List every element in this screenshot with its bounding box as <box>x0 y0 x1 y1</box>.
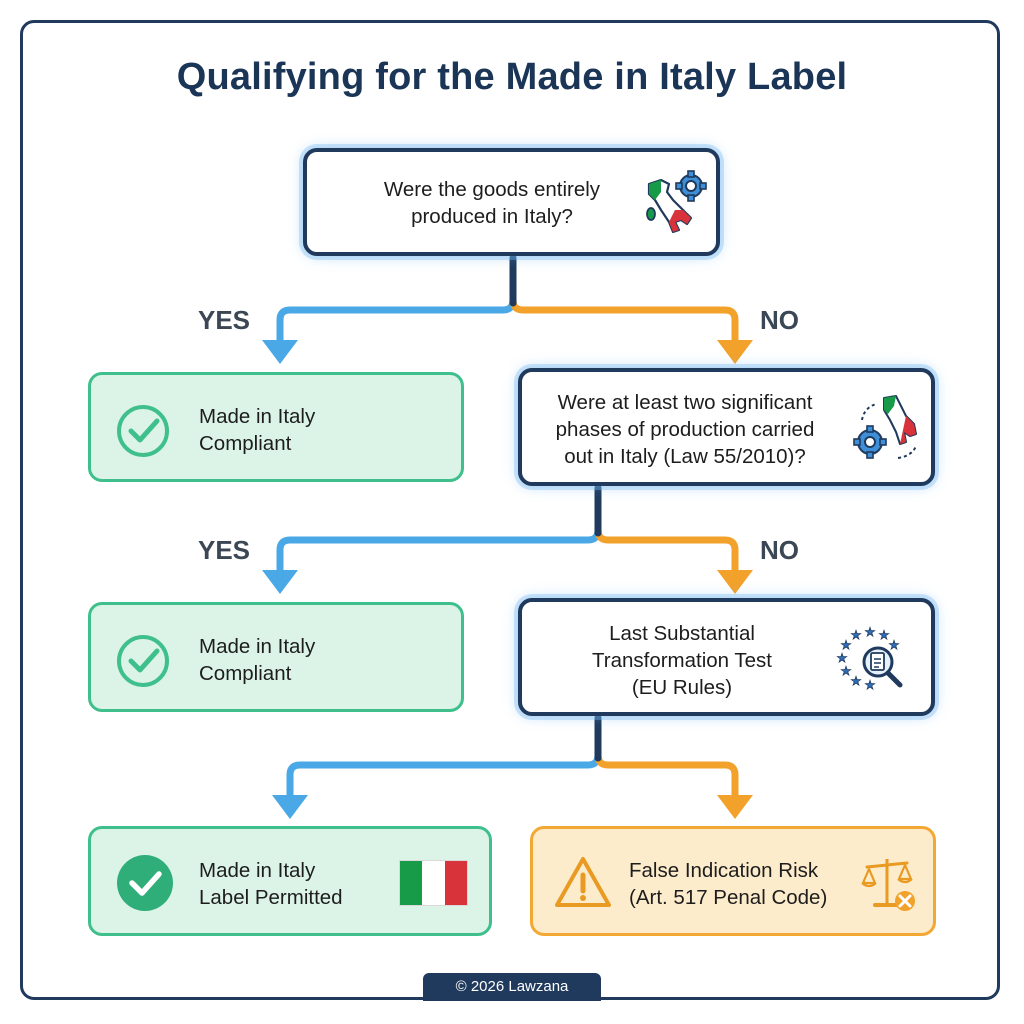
connector-q2-yes <box>276 484 602 579</box>
outcome-line: Made in Italy <box>199 859 316 882</box>
question-line: produced in Italy? <box>411 205 573 228</box>
outcome-box-compliant-2: Made in Italy Compliant <box>88 602 464 712</box>
outcome-line: Compliant <box>199 432 292 455</box>
svg-text:★: ★ <box>879 628 890 642</box>
svg-text:★: ★ <box>865 625 876 639</box>
eu-stars-magnifier-icon: ★ ★ ★ ★ ★ ★ ★ ★ ★ <box>836 625 903 692</box>
arrowhead-q2-yes <box>262 570 298 594</box>
arrowhead-q1-no <box>717 340 753 364</box>
question-text: Last Substantial Transformation Test (EU… <box>542 620 822 701</box>
question-text: Were at least two significant phases of … <box>530 389 840 470</box>
connector-q3-no <box>594 751 739 804</box>
connector-q1-no <box>509 296 739 349</box>
connector-q3-yes <box>286 714 602 804</box>
outcome-box-label-permitted: Made in Italy Label Permitted <box>88 826 492 936</box>
branch-label-no-1: NO <box>760 305 799 335</box>
svg-text:★: ★ <box>851 674 862 688</box>
svg-text:★: ★ <box>837 651 848 665</box>
outcome-text: Made in Italy Label Permitted <box>199 857 343 911</box>
outcome-box-compliant-1: Made in Italy Compliant <box>88 372 464 482</box>
connector-q1-yes <box>276 254 517 349</box>
svg-text:★: ★ <box>841 638 852 652</box>
outcome-box-false-indication-risk: False Indication Risk (Art. 517 Penal Co… <box>530 826 936 936</box>
outcome-text: Made in Italy Compliant <box>199 403 315 457</box>
question-line: Were at least two significant <box>557 391 813 414</box>
outcome-line: Made in Italy <box>199 405 316 428</box>
italy-map-gear-icon <box>646 170 707 234</box>
warning-triangle-icon <box>555 857 611 907</box>
check-filled-icon <box>117 855 173 911</box>
question-line: (EU Rules) <box>631 676 733 699</box>
italy-map-gear-cycle-icon <box>853 395 917 459</box>
question-text: Were the goods entirely produced in Ital… <box>357 176 627 230</box>
branch-label-yes-1: YES <box>198 305 251 335</box>
question-line: out in Italy (Law 55/2010)? <box>564 445 806 468</box>
arrowhead-q2-no <box>717 570 753 594</box>
arrowhead-q3-no <box>717 795 753 819</box>
question-line: Transformation Test <box>591 649 772 672</box>
outcome-line: Made in Italy <box>199 635 316 658</box>
branch-label-yes-2: YES <box>198 535 251 565</box>
page-title: Qualifying for the Made in Italy Label <box>176 56 848 98</box>
outcome-text: False Indication Risk (Art. 517 Penal Co… <box>629 857 827 911</box>
arrowhead-q1-yes <box>262 340 298 364</box>
check-circle-icon <box>117 405 169 457</box>
svg-text:★: ★ <box>889 638 900 652</box>
outcome-line: False Indication Risk <box>629 859 819 882</box>
branch-label-no-2: NO <box>760 535 799 565</box>
svg-text:★: ★ <box>865 678 876 692</box>
question-line: phases of production carried <box>555 418 815 441</box>
question-box-substantial-transformation: Last Substantial Transformation Test (EU… <box>518 598 935 716</box>
connector-q2-no <box>594 526 739 579</box>
italy-flag-icon <box>399 860 468 906</box>
question-box-entirely-produced: Were the goods entirely produced in Ital… <box>303 148 720 256</box>
arrowhead-q3-yes <box>272 795 308 819</box>
outcome-line: Label Permitted <box>199 886 343 909</box>
footer-copyright: © 2026 Lawzana <box>423 973 601 1001</box>
outcome-line: Compliant <box>199 662 292 685</box>
outcome-line: (Art. 517 Penal Code) <box>629 886 828 909</box>
outcome-text: Made in Italy Compliant <box>199 633 315 687</box>
question-box-two-phases: Were at least two significant phases of … <box>518 368 935 486</box>
scales-of-justice-icon <box>861 859 915 911</box>
svg-text:★: ★ <box>851 628 862 642</box>
question-line: Were the goods entirely <box>383 178 601 201</box>
question-line: Last Substantial <box>609 622 755 645</box>
svg-text:★: ★ <box>841 664 852 678</box>
check-circle-icon <box>117 635 169 687</box>
